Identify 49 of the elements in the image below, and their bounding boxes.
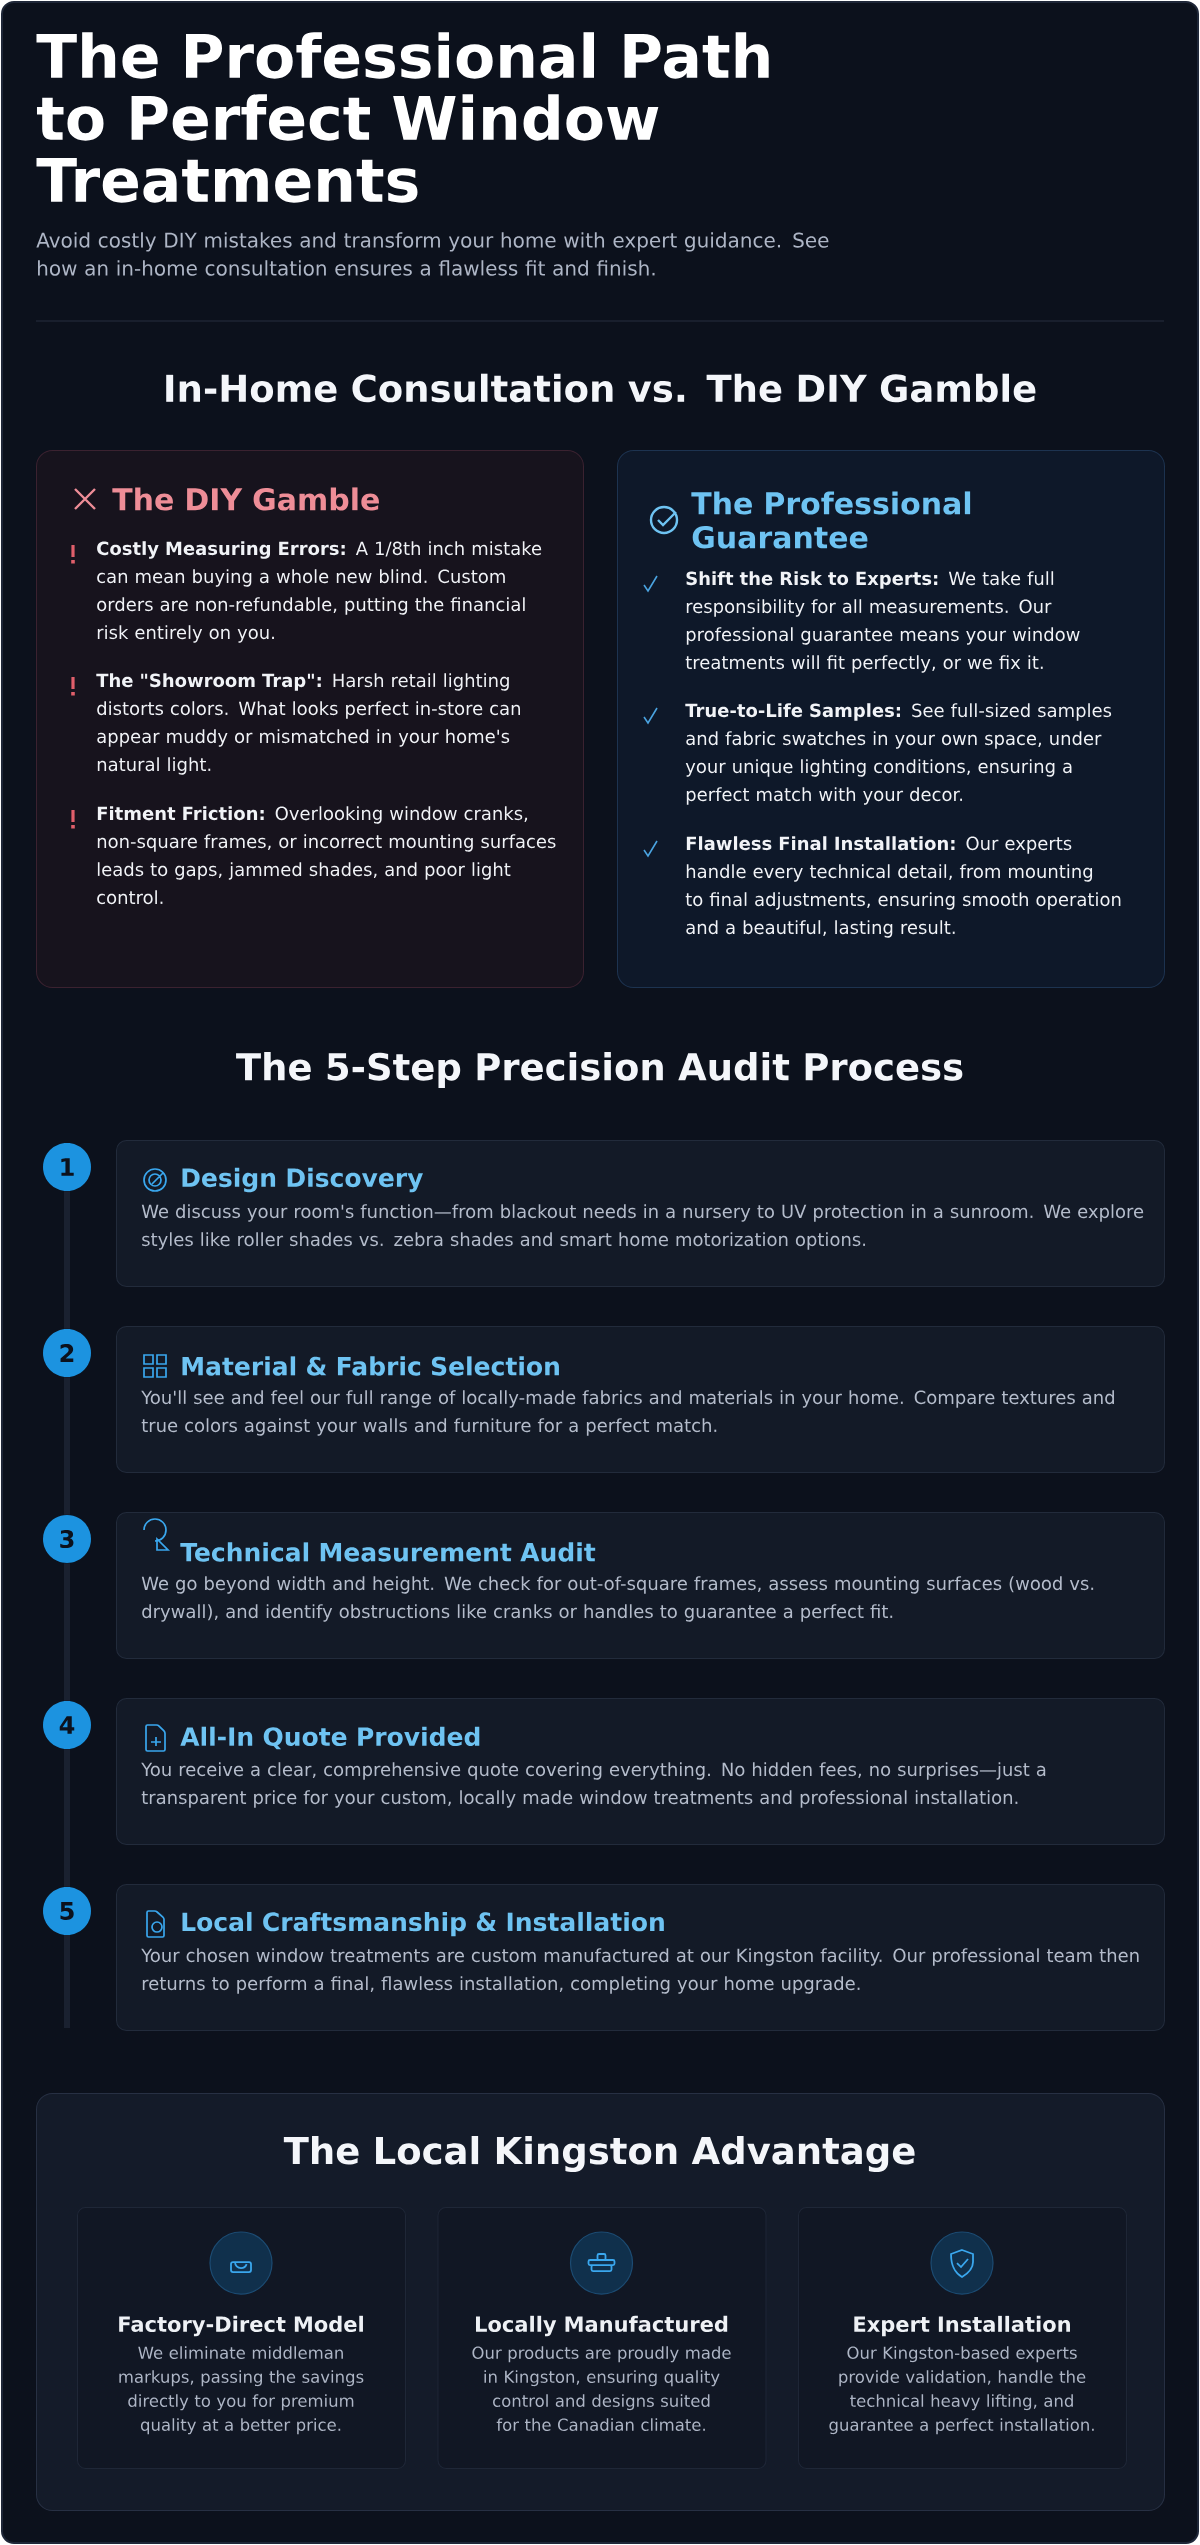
step-number-badge: 4 — [43, 1701, 91, 1749]
step-heading: All-In Quote Provided — [180, 1726, 480, 1750]
step-card — [116, 1698, 1165, 1845]
bullet-text: True-to-Life Samples: See full-sized samples and fabric swatches in your own space, under your unique lighting conditions, ensuring a perfect match with your decor. — [685, 703, 1112, 805]
step-card — [116, 1326, 1165, 1473]
feature-card — [437, 2207, 767, 2470]
step-description: You receive a clear, comprehensive quote covering everything. No hidden fees, no surprises—just a transparent price for your custom, locally made window treatments and professional installation. — [141, 1762, 1046, 1808]
card-heading: The Professional Guarantee — [691, 491, 971, 549]
timeline-rail — [64, 1749, 70, 1887]
step-heading: Material & Fabric Selection — [182, 1356, 559, 1376]
feature-description: Our products are proudly made in Kingston, ensuring quality control and designs suited for the Canadian climate. — [472, 2346, 731, 2431]
feature-heading: Locally Manufactured — [476, 2315, 728, 2337]
step-card — [116, 1140, 1165, 1287]
step-heading: Design Discovery — [182, 1167, 423, 1193]
bullet-text: The "Showroom Trap": Harsh retail lighting distorts colors. What looks perfect in-store can appear muddy or mismatched in your home's natural light. — [96, 673, 520, 775]
bullet-text: Shift the Risk to Experts: We take full responsibility for all measurements. Our professional guarantee means your window treatments will fit perfectly, or we fix it. — [685, 571, 1080, 673]
timeline-rail — [64, 1563, 70, 1701]
panel-heading: The Local Kingston Advantage — [283, 2136, 915, 2173]
step-heading: Local Craftsmanship & Installation — [182, 1911, 664, 1937]
step-description: We go beyond width and height. We check for out-of-square frames, assess mounting surfaces (wood vs. drywall), and identify obstructions like cranks or handles to guarantee a perfect fit. — [141, 1576, 1094, 1622]
step-number-badge: 2 — [43, 1329, 91, 1377]
step-number-badge: 1 — [43, 1143, 91, 1191]
feature-description: Our Kingston-based experts provide validation, handle the technical heavy lifting, and guarantee a perfect installation. — [829, 2346, 1094, 2435]
title: The Professional Path to Perfect Window Treatments — [36, 32, 769, 203]
step-description: You'll see and feel our full range of locally-made fabrics and materials in your home. Compare textures and true colors against your walls and furniture for a perfect match. — [141, 1390, 1114, 1436]
feature-card — [798, 2207, 1127, 2470]
advantage-panel — [36, 2093, 1165, 2512]
feature-card — [77, 2207, 406, 2470]
subtitle: Avoid costly DIY mistakes and transform your home with expert guidance. See how an in-home consultation ensures a flawless fit and finish. — [36, 232, 829, 276]
timeline-rail — [64, 1191, 70, 1329]
step-description: We discuss your room's function—from blackout needs in a nursery to UV protection in a sunroom. We explore styles like roller shades vs. zebra shades and smart home motorization options. — [141, 1204, 1144, 1250]
section-heading: The 5-Step Precision Audit Process — [236, 1052, 963, 1088]
feature-heading: Expert Installation — [854, 2315, 1070, 2337]
timeline-rail — [64, 1377, 70, 1515]
step-description: Your chosen window treatments are custom manufactured at our Kingston facility. Our professional team then returns to perform a final, flawless installation, completing your home upgrade. — [141, 1948, 1139, 1994]
feature-heading: Factory-Direct Model — [119, 2315, 363, 2337]
step-heading: Technical Measurement Audit — [180, 1542, 596, 1562]
step-number-badge: 3 — [43, 1515, 91, 1563]
bullet-text: Flawless Final Installation: Our experts handle every technical detail, from mounting to final adjustments, ensuring smooth operation and a beautiful, lasting result. — [685, 836, 1121, 938]
step-card — [116, 1512, 1165, 1659]
feature-description: We eliminate middleman markups, passing the savings directly to you for premium quality at a better price. — [119, 2346, 364, 2435]
step-number-badge: 5 — [43, 1887, 91, 1935]
bullet-text: Fitment Friction: Overlooking window cranks, non-square frames, or incorrect mounting surfaces leads to gaps, jammed shades, and poor light control. — [97, 806, 556, 905]
card-heading: The DIY Gamble — [112, 487, 379, 511]
bullet-text: Costly Measuring Errors: A 1/8th inch mistake can mean buying a whole new blind. Custom orders are non-refundable, putting the financial risk entirely on you. — [97, 541, 542, 643]
comparison-card — [617, 450, 1165, 988]
comparison-card — [36, 450, 584, 988]
section-heading: In-Home Consultation vs. The DIY Gamble — [166, 373, 1036, 403]
step-card — [116, 1884, 1165, 2031]
